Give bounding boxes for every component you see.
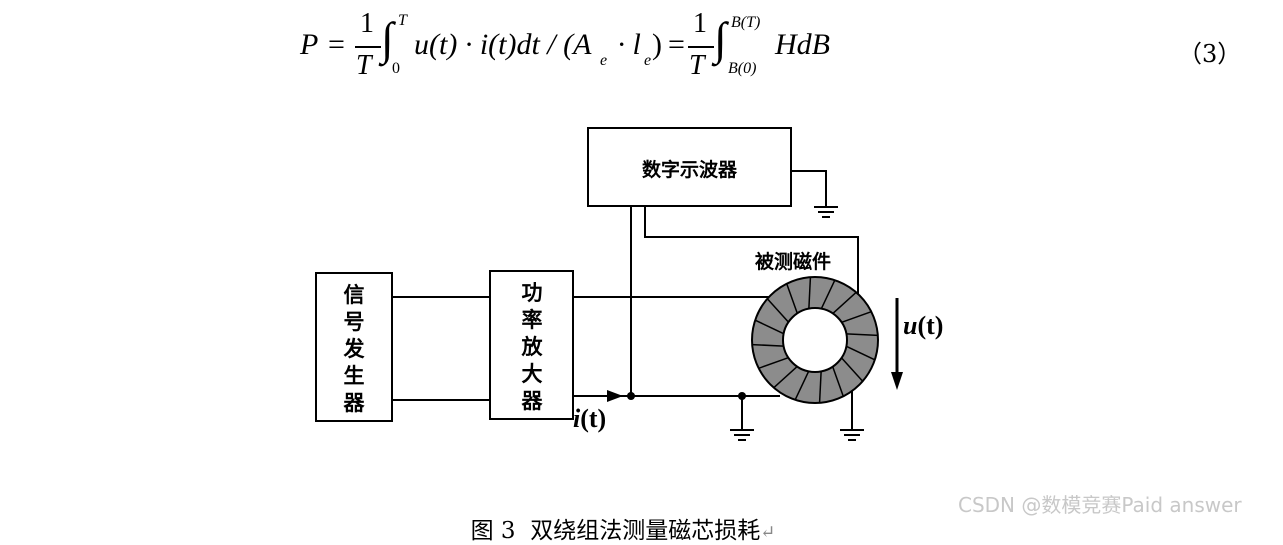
winding-turn (786, 283, 799, 314)
winding-turn (818, 371, 822, 403)
signal-generator-label: 信号发生器 (343, 283, 365, 415)
eq-body-1: u(t) · i(t)dt / (A (414, 28, 592, 61)
eq-frac2-num: 1 (693, 8, 707, 39)
eq-dot-l: · l (610, 28, 641, 61)
winding-turn (841, 311, 872, 324)
toroid-core (751, 276, 879, 404)
signal-generator-box: 信号发生器 (315, 272, 393, 422)
equation: P = 1 T ∫ T 0 u(t) · i(t)dt / (A e · l e… (0, 0, 1283, 100)
wire-scope-probe-2 (644, 205, 859, 300)
winding-turn (754, 319, 784, 335)
winding-turn (808, 277, 812, 309)
current-label: i(t) (573, 404, 606, 434)
winding-turn (773, 365, 798, 389)
current-label-t: (t) (580, 404, 607, 433)
eq-sub-e1: e (600, 52, 608, 69)
eq-int2-upper: B(T) (731, 14, 761, 31)
ground-symbol-rail (730, 429, 754, 441)
integral-sign-1: ∫ (381, 13, 394, 64)
eq-frac1-den: T (356, 50, 372, 81)
winding-turn (846, 333, 878, 337)
eq-int2-lower: B(0) (728, 60, 757, 77)
voltage-label-u: u (903, 311, 918, 340)
winding-turn (831, 366, 844, 397)
caption-text: 图 3 双绕组法测量磁芯损耗 (470, 518, 761, 544)
winding-turn (832, 291, 857, 315)
return-mark: ↵ (760, 522, 776, 543)
eq-P: P (300, 28, 319, 61)
core-under-test-label: 被测磁件 (755, 251, 832, 273)
eq-equals-2: = (668, 28, 685, 61)
ground-symbol-scope (814, 206, 838, 218)
oscilloscope-box: 数字示波器 (587, 127, 792, 207)
integral-sign-2: ∫ (714, 13, 727, 64)
winding-turn (846, 345, 876, 361)
eq-sub-e2: e (644, 52, 652, 69)
voltage-label: u(t) (903, 311, 943, 341)
eq-int1-lower: 0 (392, 60, 400, 77)
wire-scope-ground (791, 170, 827, 207)
voltage-arrow-head (891, 372, 903, 390)
eq-frac1-num: 1 (360, 8, 374, 39)
junction-dot-1 (627, 392, 635, 400)
eq-frac2-den: T (689, 50, 705, 81)
watermark: CSDN @数模竞赛Paid answer (958, 493, 1242, 517)
power-amplifier-label: 功率放大器 (521, 281, 543, 413)
equation-number: （3） (1178, 40, 1242, 68)
winding-turn (794, 371, 810, 401)
winding-turn (758, 356, 789, 369)
winding-turn (840, 357, 864, 382)
oscilloscope-label: 数字示波器 (641, 159, 737, 181)
current-arrow-head (607, 390, 623, 402)
eq-frac1-bar (355, 46, 381, 48)
eq-equals-1: = (328, 28, 345, 61)
circuit-diagram: 数字示波器 信号发生器 功率放大器 被测磁件 i(t) u(t) (315, 127, 943, 441)
ground-symbol-core (840, 429, 864, 441)
winding-turn (820, 279, 836, 309)
voltage-label-t: (t) (917, 311, 944, 340)
eq-frac2-bar (688, 46, 714, 48)
power-amplifier-box: 功率放大器 (489, 270, 574, 420)
junction-dot-2 (738, 392, 746, 400)
wiring-svg (392, 170, 903, 441)
eq-body-2: HdB (775, 28, 830, 61)
figure-caption: 图 3 双绕组法测量磁芯损耗↵ (456, 485, 776, 545)
winding-turn (766, 298, 790, 323)
eq-close-paren: ) (652, 28, 662, 61)
eq-int1-upper: T (398, 12, 407, 29)
current-label-i: i (573, 404, 581, 433)
winding-turn (752, 343, 784, 347)
